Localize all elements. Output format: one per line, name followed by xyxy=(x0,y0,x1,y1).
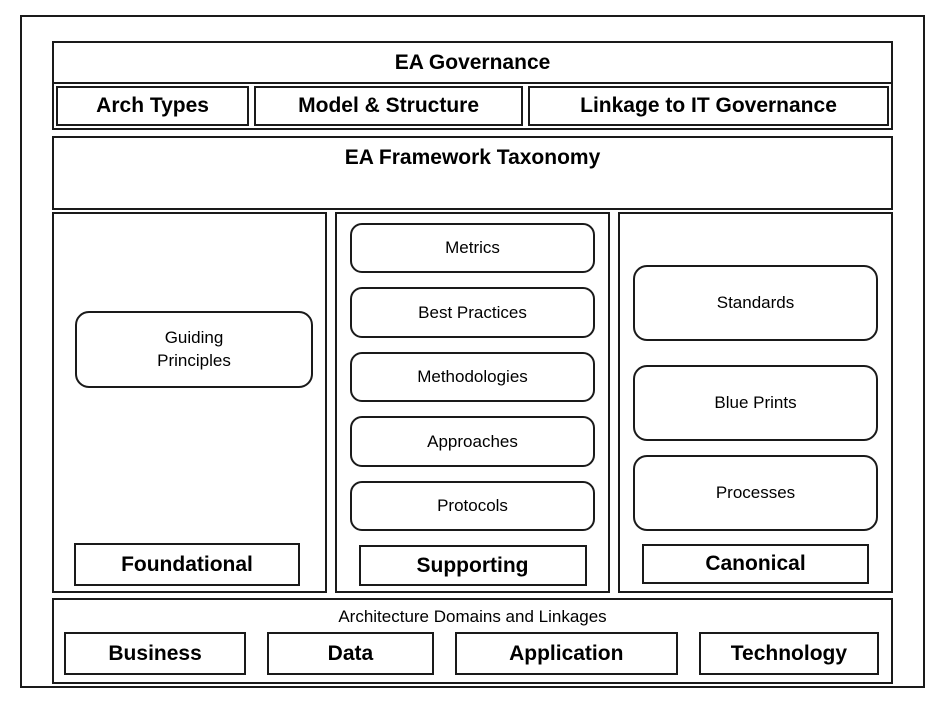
item-blue-prints: Blue Prints xyxy=(633,365,878,441)
taxonomy-columns: Guiding Principles Foundational Metrics … xyxy=(52,212,893,593)
diagram-outer-frame: EA Governance Arch Types Model & Structu… xyxy=(20,15,925,688)
architecture-domains-section: Architecture Domains and Linkages Busine… xyxy=(52,598,893,684)
item-processes: Processes xyxy=(633,455,878,531)
item-protocols: Protocols xyxy=(350,480,595,532)
ea-framework-diagram: EA Governance Arch Types Model & Structu… xyxy=(52,41,893,684)
item-guiding-principles-label: Guiding Principles xyxy=(157,327,231,370)
tab-arch-types: Arch Types xyxy=(56,86,250,126)
tab-model-and-structure: Model & Structure xyxy=(254,86,524,126)
domain-application: Application xyxy=(454,632,678,675)
domain-business: Business xyxy=(64,632,247,675)
domain-technology: Technology xyxy=(698,632,879,675)
item-guiding-principles: Guiding Principles xyxy=(75,311,313,388)
ea-framework-taxonomy-title: EA Framework Taxonomy xyxy=(52,136,893,210)
architecture-domains-row: Business Data Application Technology xyxy=(54,632,891,682)
domain-data: Data xyxy=(267,632,434,675)
label-supporting: Supporting xyxy=(358,545,587,587)
item-standards: Standards xyxy=(633,265,878,341)
ea-governance-section: EA Governance Arch Types Model & Structu… xyxy=(52,41,893,130)
item-best-practices: Best Practices xyxy=(350,287,595,338)
column-supporting: Metrics Best Practices Methodologies App… xyxy=(335,212,610,593)
column-canonical: Standards Blue Prints Processes Canonica… xyxy=(618,212,893,593)
label-canonical: Canonical xyxy=(642,544,869,584)
governance-tabs-row: Arch Types Model & Structure Linkage to … xyxy=(54,84,891,128)
tab-linkage-to-it-governance: Linkage to IT Governance xyxy=(528,86,890,126)
item-approaches: Approaches xyxy=(350,416,595,467)
column-foundational: Guiding Principles Foundational xyxy=(52,212,327,593)
item-metrics: Metrics xyxy=(350,223,595,274)
architecture-domains-title: Architecture Domains and Linkages xyxy=(338,607,607,626)
label-foundational: Foundational xyxy=(74,543,300,586)
ea-governance-title: EA Governance xyxy=(54,43,891,84)
item-methodologies: Methodologies xyxy=(350,351,595,403)
